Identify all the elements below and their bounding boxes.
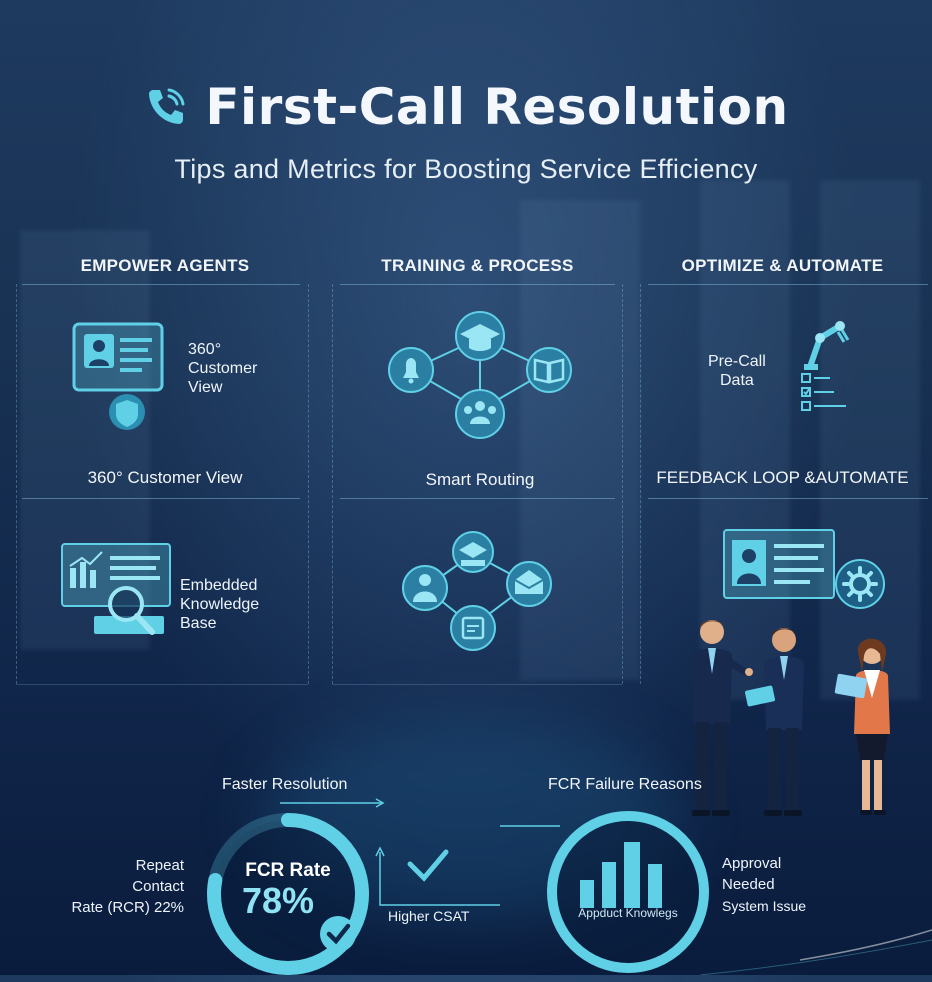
page-title: First-Call Resolution: [205, 78, 789, 136]
knowledge-base-icon: [61, 543, 171, 635]
fcr-rate-arc: [207, 813, 369, 975]
divider-line: [340, 498, 615, 499]
column-heading-optimize: OPTIMIZE & AUTOMATE: [681, 256, 884, 275]
system-issue-label: System Issue: [722, 898, 807, 914]
customer-profile-icon: [72, 322, 164, 430]
fcr-rate-ring: [207, 813, 369, 975]
background-window: [700, 180, 790, 700]
page-subtitle: Tips and Metrics for Boosting Service Ef…: [174, 154, 758, 184]
column-heading-empower: EMPOWER AGENTS: [80, 256, 250, 275]
faster-resolution-label: Faster Resolution: [222, 776, 348, 793]
failure-bar: [602, 862, 616, 908]
higher-csat-label: Higher CSAT: [388, 908, 470, 924]
column-heading-training: TRAINING & PROCESS: [381, 256, 574, 275]
panel-border: [640, 284, 641, 684]
smart-routing-heading: Smart Routing: [425, 470, 535, 489]
divider-line: [648, 284, 928, 285]
fcr-failure-reasons-label: FCR Failure Reasons: [548, 776, 702, 793]
panel-border: [622, 284, 623, 684]
customer-view-label: 360° Customer View: [188, 341, 258, 396]
divider-line: [22, 284, 300, 285]
panel-border: [308, 284, 309, 684]
divider-line: [22, 498, 300, 499]
customer-view-heading: 360° Customer View: [87, 468, 243, 487]
knowledge-base-label: Embedded Knowledge Base: [180, 577, 260, 632]
robot-arm-icon: [801, 321, 850, 411]
business-people-illustration: [692, 620, 890, 816]
bar-caption: Appduct Knowlegs: [578, 906, 678, 920]
feedback-loop-heading: FEEDBACK LOOP &AUTOMATE: [656, 468, 909, 487]
divider-line: [648, 498, 928, 499]
failure-bar: [624, 842, 640, 908]
repeat-contact-rate-label: Repeat Contact Rate (RCR) 22%: [71, 857, 184, 916]
panel-border: [332, 284, 333, 684]
metrics-graphics: [280, 798, 932, 975]
divider-line: [16, 684, 308, 685]
training-network-icon: [388, 311, 572, 439]
pre-call-data-label: Pre-Call Data: [708, 353, 766, 389]
routing-network-icon: [402, 531, 552, 651]
background-window: [820, 180, 920, 700]
feedback-profile-icon: [723, 529, 885, 609]
approval-needed-label: Approval Needed: [722, 855, 782, 893]
header: First-Call Resolution Tips and Metrics f…: [0, 78, 932, 185]
phone-icon: [149, 88, 185, 124]
divider-line: [340, 284, 615, 285]
divider-line: [332, 684, 622, 685]
fcr-rate-value: 78%: [241, 880, 315, 921]
fcr-rate-label: FCR Rate: [245, 860, 331, 881]
failure-bar: [580, 880, 594, 908]
failure-reasons-ring: [547, 811, 709, 973]
failure-bar: [648, 864, 662, 908]
panel-border: [16, 284, 17, 684]
